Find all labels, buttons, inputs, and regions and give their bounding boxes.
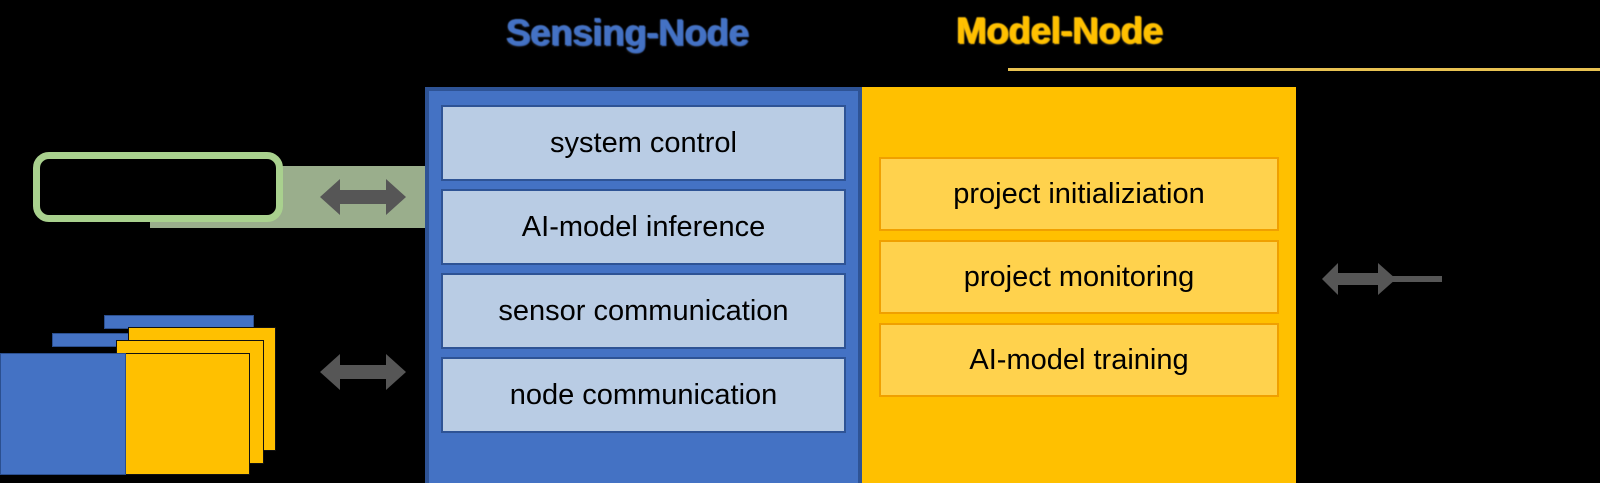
model-node-panel: project initializiation project monitori…: [862, 87, 1296, 483]
sensing-item-node-communication[interactable]: node communication: [441, 357, 846, 433]
model-item-ai-model-training[interactable]: AI-model training: [879, 323, 1279, 397]
device-card-blue-front: [0, 353, 126, 475]
model-item-project-monitoring[interactable]: project monitoring: [879, 240, 1279, 314]
sensing-node-panel: system control AI-model inference sensor…: [425, 87, 862, 483]
model-item-label: AI-model training: [969, 343, 1189, 376]
device-card-stack: [0, 315, 292, 475]
sensing-item-label: sensor communication: [498, 294, 789, 327]
model-item-project-initialization[interactable]: project initializiation: [879, 157, 1279, 231]
model-item-label: project initializiation: [953, 177, 1205, 210]
sensing-item-label: node communication: [509, 378, 778, 411]
model-item-label: project monitoring: [963, 260, 1195, 293]
sensing-item-ai-model-inference[interactable]: AI-model inference: [441, 189, 846, 265]
sensing-item-label: system control: [550, 126, 737, 159]
sensing-item-system-control[interactable]: system control: [441, 105, 846, 181]
bidirectional-arrow-icon: [320, 348, 406, 396]
model-node-title: Model-Node: [956, 10, 1163, 51]
sensing-item-sensor-communication[interactable]: sensor communication: [441, 273, 846, 349]
bidirectional-arrow-icon: [1322, 258, 1442, 300]
bidirectional-arrow-icon: [320, 173, 406, 221]
sensing-node-title: Sensing-Node: [506, 12, 749, 53]
sensor-box: [33, 152, 283, 222]
model-node-underline-rule: [1008, 68, 1600, 71]
sensing-item-label: AI-model inference: [521, 210, 766, 243]
